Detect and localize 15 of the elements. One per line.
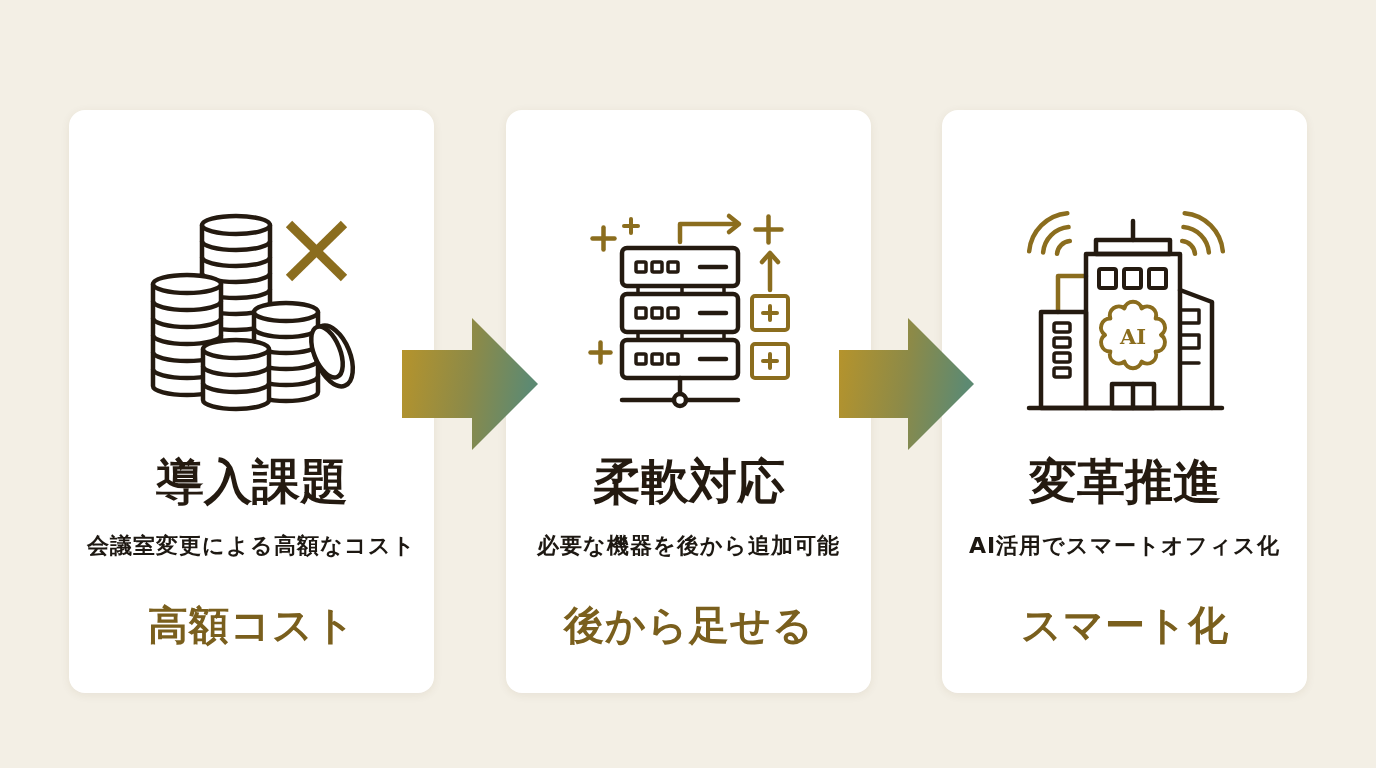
- block-arrow: [839, 318, 974, 450]
- card-highlight: スマート化: [1020, 605, 1229, 645]
- card: [506, 110, 871, 693]
- card-heading: 変革推進: [1028, 457, 1221, 505]
- card-highlight: 高額コスト: [147, 605, 356, 645]
- card-description: 必要な機器を後から追加可能: [537, 535, 840, 557]
- card: [942, 110, 1307, 693]
- card-description: 会議室変更による高額なコスト: [87, 535, 416, 557]
- card-heading: 導入課題: [155, 457, 348, 505]
- card-highlight: 後から足せる: [563, 605, 814, 645]
- card-heading: 柔軟対応: [592, 457, 785, 505]
- card-description: AI活用でスマートオフィス化: [968, 535, 1281, 557]
- card: [69, 110, 434, 693]
- badge-label: AI: [1119, 325, 1147, 347]
- block-arrow: [402, 318, 538, 450]
